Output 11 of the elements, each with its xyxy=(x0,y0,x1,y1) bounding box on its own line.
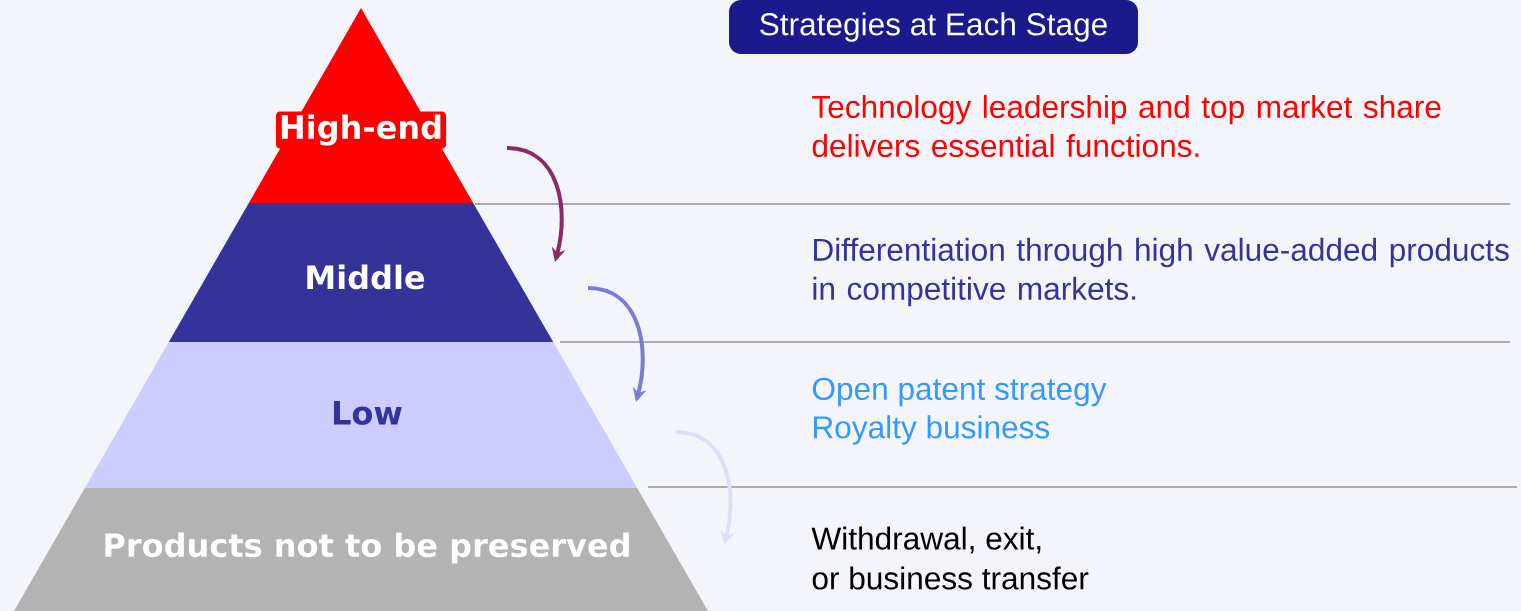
strategy-text: Technology leadership and top market share delivers essential functions. xyxy=(812,94,1441,158)
pyramid-tier: Products not to be preserved xyxy=(14,488,708,611)
strategy-text: Differentiation through high value-added products in competitive markets. xyxy=(813,237,1509,307)
pyramid-tier: High-end xyxy=(248,8,474,203)
strategy-text: Royalty business xyxy=(814,415,1050,445)
pyramid-tier: Middle xyxy=(168,203,554,342)
strategy-text: Open patent strategy xyxy=(812,377,1107,407)
strategy-text: or business transfer xyxy=(812,566,1089,590)
strategy-text: Withdrawal, exit, xyxy=(811,526,1041,554)
pyramid-tier: Low xyxy=(84,342,638,488)
header-box: Strategies at Each Stage xyxy=(729,0,1138,54)
